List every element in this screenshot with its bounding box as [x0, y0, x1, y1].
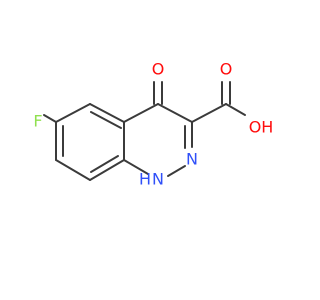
nh-hydrogen-label: H	[139, 170, 151, 189]
fluorine-label: F	[33, 112, 42, 131]
bond-n1-c8a	[123, 159, 149, 175]
bond-c8-c7	[89, 103, 125, 123]
ring-nitrogen-label: N	[186, 150, 198, 169]
bond-c4a-c8a	[89, 159, 125, 181]
bond-ccooh-oh	[225, 103, 246, 116]
bond-n2-n1	[167, 165, 186, 177]
bond-c7-c6	[55, 103, 91, 123]
bond-layer	[43, 81, 246, 181]
bond-c4a-c8a-inner	[90, 155, 119, 173]
oxo-oxygen-label: O	[152, 60, 165, 79]
nh-nitrogen-label: N	[152, 170, 164, 189]
hydroxyl-label: OH	[249, 118, 274, 137]
acid-oxygen-label: O	[220, 60, 233, 79]
structure-canvas: F O O OH N N H	[33, 60, 273, 189]
atom-label-layer: F O O OH N N H	[33, 60, 273, 189]
molecule-diagram: F O O OH N N H	[33, 60, 273, 189]
bond-c6-f	[43, 114, 57, 123]
bond-c5-c4a	[55, 159, 91, 181]
bond-c8-c7-inner	[90, 111, 122, 129]
bond-c8-c4	[123, 103, 159, 123]
bond-c3-ccooh	[191, 103, 227, 123]
bond-c4-c3	[157, 103, 193, 123]
